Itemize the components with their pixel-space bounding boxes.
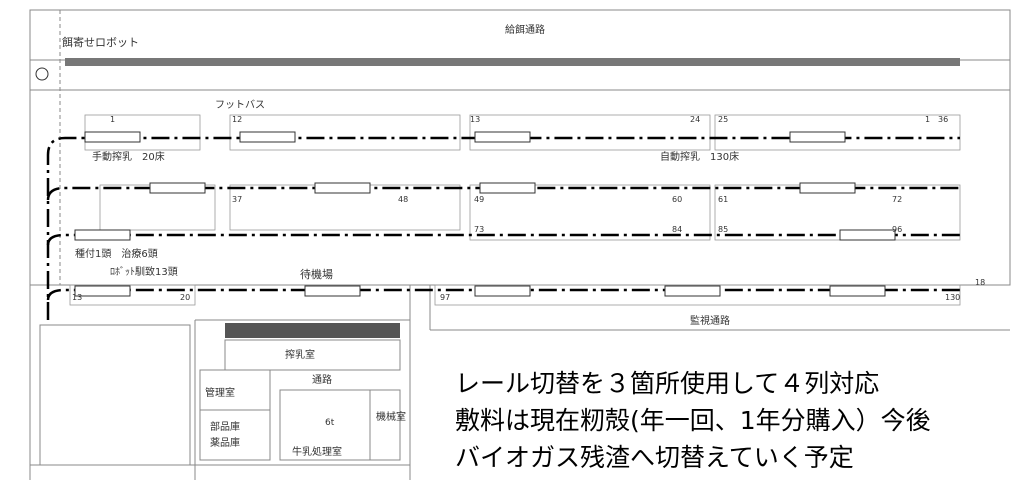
stall-number: 18 bbox=[975, 278, 985, 287]
hatched-wall bbox=[225, 323, 400, 338]
stall-number: 13 bbox=[470, 115, 480, 124]
stall-number: 60 bbox=[672, 195, 682, 204]
stall-number: 130 bbox=[945, 293, 960, 302]
label-auto-milking: 自動搾乳 130床 bbox=[660, 150, 739, 163]
caption-line-3: バイオガス残渣へ切替えていく予定 bbox=[455, 443, 854, 472]
label-machine-room: 機械室 bbox=[376, 410, 406, 423]
stall-number: 84 bbox=[672, 225, 682, 234]
caption-line-1: レール切替を３箇所使用して４列対応 bbox=[455, 369, 880, 398]
rail-lines bbox=[46, 136, 960, 320]
stall-grid bbox=[69, 114, 961, 306]
label-robot-acclimation: ﾛﾎﾞｯﾄ馴致13頭 bbox=[110, 265, 178, 278]
label-medicine-storage: 薬品庫 bbox=[210, 436, 240, 449]
stall-number: 20 bbox=[180, 293, 190, 302]
label-tank-capacity: 6t bbox=[325, 418, 335, 428]
label-feed-aisle: 給餌通路 bbox=[505, 23, 545, 36]
rail-feeders bbox=[74, 131, 896, 297]
label-milking-room: 搾乳室 bbox=[285, 348, 315, 361]
stall-number: 96 bbox=[892, 225, 902, 234]
label-foot-bath: フットバス bbox=[215, 99, 265, 111]
stall-number: 1 bbox=[110, 115, 115, 124]
label-passage: 通路 bbox=[312, 373, 332, 386]
label-calving-treatment: 種付1頭 治療6頭 bbox=[75, 247, 158, 260]
stall-number: 24 bbox=[690, 115, 700, 124]
stall-number: 12 bbox=[232, 115, 242, 124]
stall-number: 36 bbox=[938, 115, 948, 124]
label-monitor-aisle: 監視通路 bbox=[690, 314, 730, 327]
label-manual-milking: 手動搾乳 20床 bbox=[92, 150, 165, 163]
label-milk-processing: 牛乳処理室 bbox=[292, 445, 342, 458]
label-management-room: 管理室 bbox=[205, 386, 235, 399]
stall-number: 97 bbox=[440, 293, 450, 302]
label-waiting-area: 待機場 bbox=[300, 267, 333, 281]
stall-number: 48 bbox=[398, 195, 408, 204]
stall-number: 73 bbox=[474, 225, 484, 234]
feed-bunk bbox=[65, 58, 960, 66]
stall-number: 72 bbox=[892, 195, 902, 204]
robot-icon bbox=[35, 67, 49, 81]
label-parts-storage: 部品庫 bbox=[210, 420, 240, 433]
stall-number: 85 bbox=[718, 225, 728, 234]
caption-line-2: 敷料は現在籾殻(年一回、1年分購入）今後 bbox=[455, 406, 931, 435]
stall-number: 61 bbox=[718, 195, 728, 204]
stall-number: 49 bbox=[474, 195, 484, 204]
stall-number: 25 bbox=[718, 115, 728, 124]
label-push-robot: 餌寄せロボット bbox=[62, 35, 139, 49]
stall-number: 37 bbox=[232, 195, 242, 204]
stall-number: 13 bbox=[72, 293, 82, 302]
stall-number: 1 bbox=[925, 115, 930, 124]
